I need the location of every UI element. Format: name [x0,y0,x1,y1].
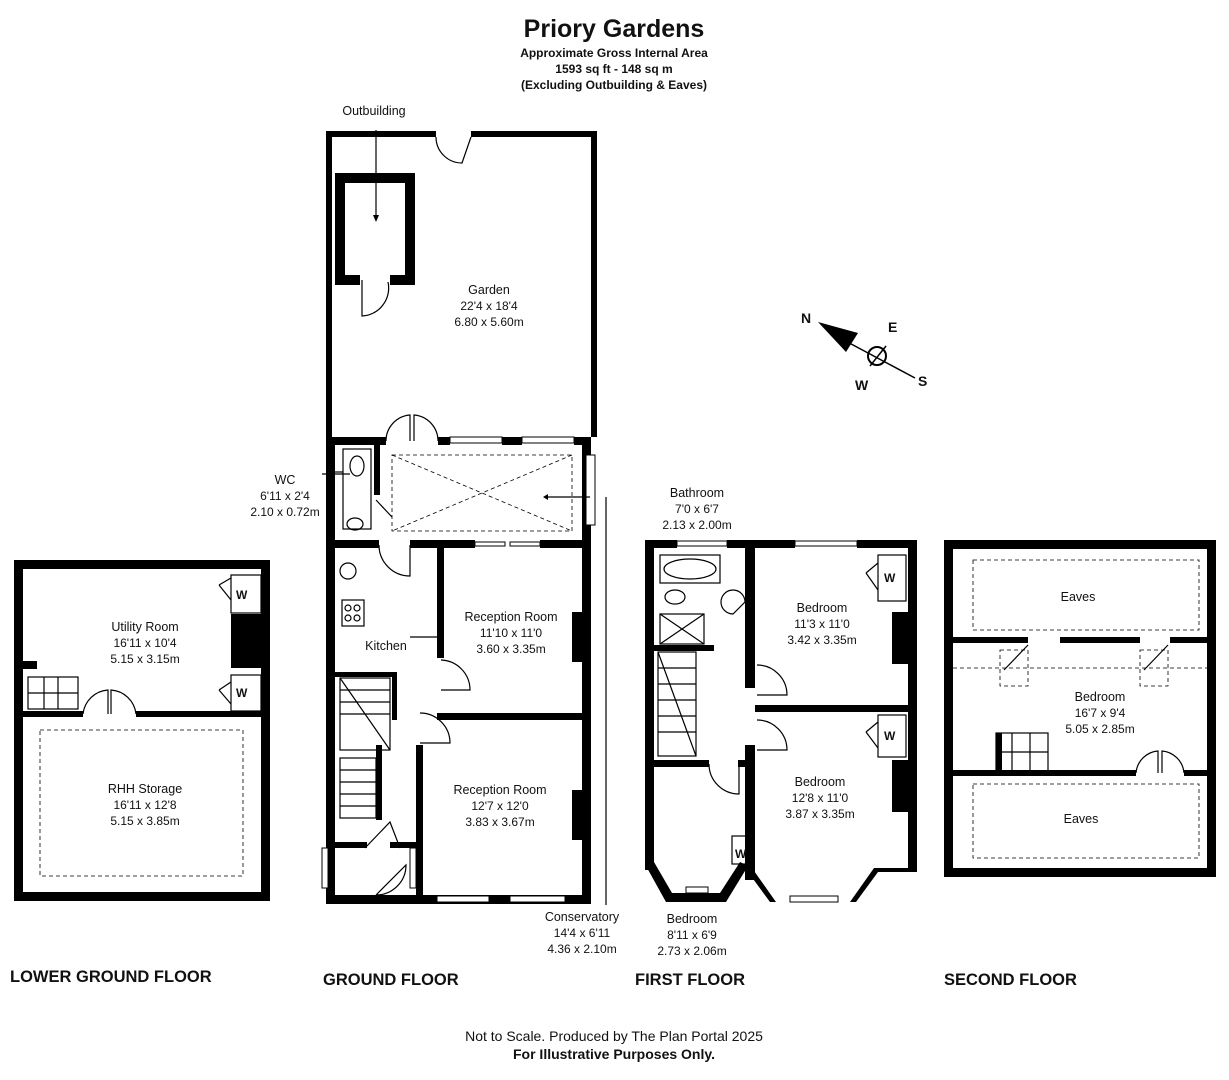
room-name: Bathroom [670,486,724,500]
room-dimensions-imperial: 11'3 x 11'0 [794,617,850,631]
floor-label-second: SECOND FLOOR [944,971,1077,989]
subtitle-line: (Excluding Outbuilding & Eaves) [521,78,707,92]
room-dimensions-imperial: 6'11 x 2'4 [260,489,310,503]
compass-s: S [918,373,927,389]
room-dimensions-metric: 6.80 x 5.60m [454,315,523,329]
footer-disclaimer: For Illustrative Purposes Only. [513,1046,715,1062]
room-dimensions-imperial: 8'11 x 6'9 [667,928,717,942]
room-name: Bedroom [795,775,846,789]
footer-note: Not to Scale. Produced by The Plan Porta… [465,1028,763,1044]
room-dimensions-metric: 5.15 x 3.15m [110,652,179,666]
floor-label-lower-ground: LOWER GROUND FLOOR [10,968,212,986]
wardrobe-label: W [884,729,896,743]
subtitle-line: 1593 sq ft - 148 sq m [555,62,672,76]
room-name: Bedroom [667,912,718,926]
room-dimensions-metric: 2.13 x 2.00m [662,518,731,532]
room-dimensions-metric: 5.15 x 3.85m [110,814,179,828]
second-floor-plan: Eaves Bedroom 16'7 x 9'4 5.05 x 2.85m Ea… [944,540,1216,877]
floor-label-ground: GROUND FLOOR [323,971,459,989]
room-dimensions-metric: 3.87 x 3.35m [785,807,854,821]
room-dimensions-metric: 3.83 x 3.67m [465,815,534,829]
room-dimensions-metric: 2.73 x 2.06m [657,944,726,958]
room-dimensions-metric: 5.05 x 2.85m [1065,722,1134,736]
page-title: Priory Gardens [524,15,705,43]
room-dimensions-imperial: 11'10 x 11'0 [480,626,543,640]
ground-floor-plan: Outbuilding Garden 22'4 x 18'4 6.80 x 5.… [250,104,620,956]
compass-icon: N E W S [801,310,927,393]
floor-label-first: FIRST FLOOR [635,971,745,989]
room-dimensions-imperial: 16'11 x 10'4 [113,636,176,650]
room-name: Utility Room [111,620,178,634]
first-floor-plan: W W W Bathroom 7'0 x 6'7 2.13 x 2.00m Be… [645,486,917,958]
room-name: Bedroom [1075,690,1126,704]
wardrobe-label: W [236,588,248,602]
room-name: WC [275,473,296,487]
room-dimensions-metric: 4.36 x 2.10m [547,942,616,956]
room-name: Eaves [1064,812,1099,826]
room-name: Eaves [1061,590,1096,604]
lower-ground-floor-plan: W W Utility Room 16'11 x 10'4 5.15 x 3.1… [14,560,270,901]
room-dimensions-imperial: 22'4 x 18'4 [460,299,518,313]
room-dimensions-imperial: 14'4 x 6'11 [554,926,611,940]
room-name: Reception Room [464,610,557,624]
wardrobe-label: W [236,686,248,700]
room-dimensions-imperial: 12'7 x 12'0 [471,799,529,813]
room-name: RHH Storage [108,782,182,796]
room-name: Garden [468,283,510,297]
compass-e: E [888,319,897,335]
compass-w: W [855,377,869,393]
room-dimensions-metric: 3.60 x 3.35m [476,642,545,656]
room-dimensions-imperial: 7'0 x 6'7 [675,502,719,516]
room-name: Conservatory [545,910,620,924]
wardrobe-label: W [735,847,747,861]
room-dimensions-metric: 2.10 x 0.72m [250,505,319,519]
room-name: Bedroom [797,601,848,615]
room-name: Reception Room [453,783,546,797]
compass-n: N [801,310,811,326]
subtitle-line: Approximate Gross Internal Area [520,46,708,60]
room-dimensions-imperial: 16'7 x 9'4 [1075,706,1126,720]
room-name: Kitchen [365,639,407,653]
room-dimensions-imperial: 12'8 x 11'0 [792,791,849,805]
outbuilding-label: Outbuilding [342,104,405,118]
wardrobe-label: W [884,571,896,585]
room-dimensions-imperial: 16'11 x 12'8 [113,798,176,812]
room-dimensions-metric: 3.42 x 3.35m [787,633,856,647]
